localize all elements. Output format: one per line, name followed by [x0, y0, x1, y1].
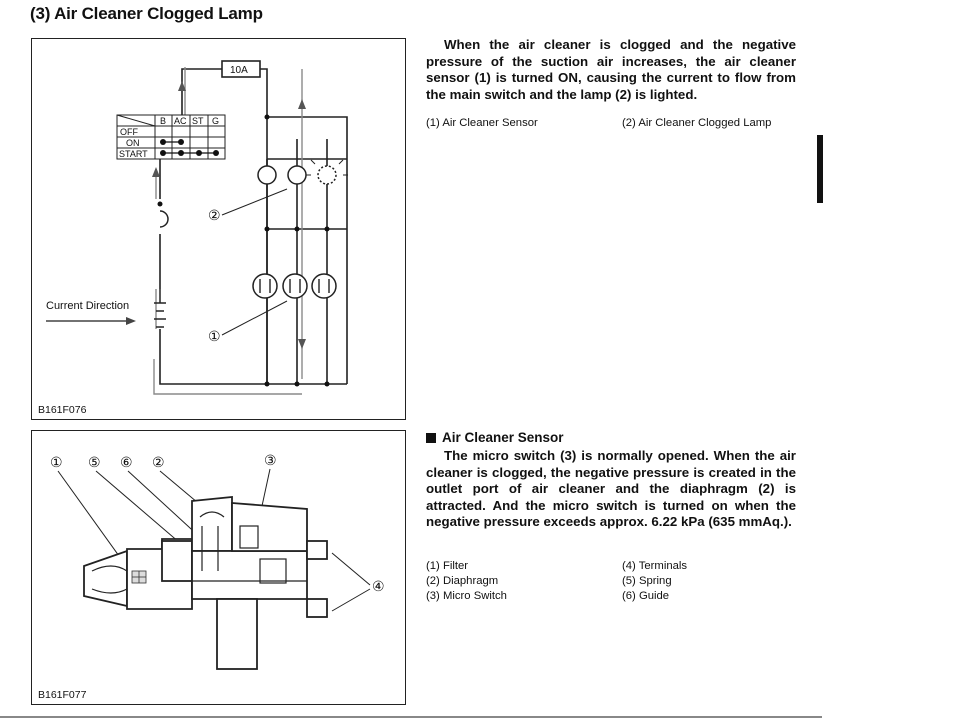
bottom-rule [0, 716, 822, 718]
sensor-cross-section: ① ⑤ ⑥ ② ③ ④ [50, 452, 385, 670]
switch-row-start: START [119, 149, 148, 159]
legend-spring: (5) Spring [622, 575, 672, 587]
sensor-heading: Air Cleaner Sensor [426, 430, 564, 445]
sensor-description: The micro switch (3) is normally opened.… [426, 448, 796, 531]
lamp-description: When the air cleaner is clogged and the … [426, 37, 796, 103]
lamp-symbol [159, 210, 169, 228]
sensor-description-text: The micro switch (3) is normally opened.… [426, 448, 796, 529]
callout-diaphragm-2: ② [152, 454, 165, 470]
sensor-cross-section-panel: ① ⑤ ⑥ ② ③ ④ [31, 430, 406, 705]
side-index-tab [817, 135, 823, 203]
sensor-heading-text: Air Cleaner Sensor [442, 430, 564, 445]
legend-guide: (6) Guide [622, 590, 670, 602]
legend-terminals: (4) Terminals [622, 560, 688, 572]
figure2-code: B161F077 [38, 689, 87, 701]
legend-filter: (1) Filter [426, 560, 469, 572]
wiring-diagram-panel: B AC ST G OFF ON START 10A [31, 38, 406, 420]
switch-col-g: G [212, 116, 219, 126]
callout-filter-1: ① [50, 454, 63, 470]
legend-air-cleaner-clogged-lamp: (2) Air Cleaner Clogged Lamp [622, 117, 772, 129]
page-title: (3) Air Cleaner Clogged Lamp [30, 4, 263, 23]
switch-col-b: B [160, 116, 166, 126]
callout-spring-5: ⑤ [88, 454, 101, 470]
legend-micro-switch: (3) Micro Switch [426, 590, 507, 602]
lamp-description-text: When the air cleaner is clogged and the … [426, 37, 796, 102]
callout-guide-6: ⑥ [120, 454, 133, 470]
heading-square-icon [426, 433, 436, 443]
lit-lamp-rays [306, 154, 348, 176]
callout-lamp-2: ② [208, 207, 221, 223]
legend-diaphragm: (2) Diaphragm [426, 575, 499, 587]
switch-row-off: OFF [120, 127, 138, 137]
wiring-diagram: B AC ST G OFF ON START 10A [46, 60, 348, 395]
fuse-label: 10A [230, 65, 248, 76]
callout-micro-switch-3: ③ [264, 452, 277, 468]
legend-air-cleaner-sensor: (1) Air Cleaner Sensor [426, 117, 538, 129]
switch-col-st: ST [192, 116, 204, 126]
callout-sensor-1: ① [208, 328, 221, 344]
current-direction-arrow-icon [126, 317, 136, 325]
switch-row-on: ON [126, 138, 140, 148]
callout-terminals-4: ④ [372, 578, 385, 594]
current-direction-label: Current Direction [46, 300, 129, 312]
figure1-code: B161F076 [38, 404, 87, 416]
switch-col-ac: AC [174, 116, 187, 126]
